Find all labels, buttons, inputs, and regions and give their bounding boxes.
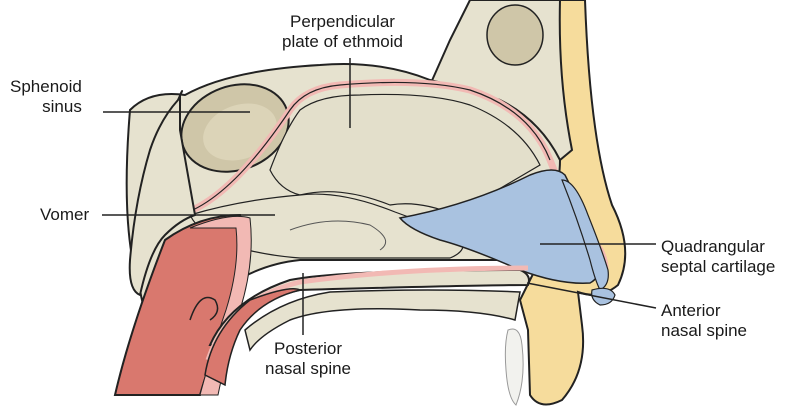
label-vomer: Vomer xyxy=(40,205,89,225)
label-posterior-nasal-spine: Posterior nasal spine xyxy=(265,339,351,379)
label-quadrangular-cartilage: Quadrangular septal cartilage xyxy=(661,237,775,277)
frontal-sinus xyxy=(487,5,543,65)
label-sphenoid-sinus: Sphenoid sinus xyxy=(10,77,82,117)
label-anterior-nasal-spine: Anterior nasal spine xyxy=(661,301,747,341)
label-perpendicular-plate: Perpendicular plate of ethmoid xyxy=(282,12,403,52)
incisor-tooth xyxy=(505,329,523,405)
